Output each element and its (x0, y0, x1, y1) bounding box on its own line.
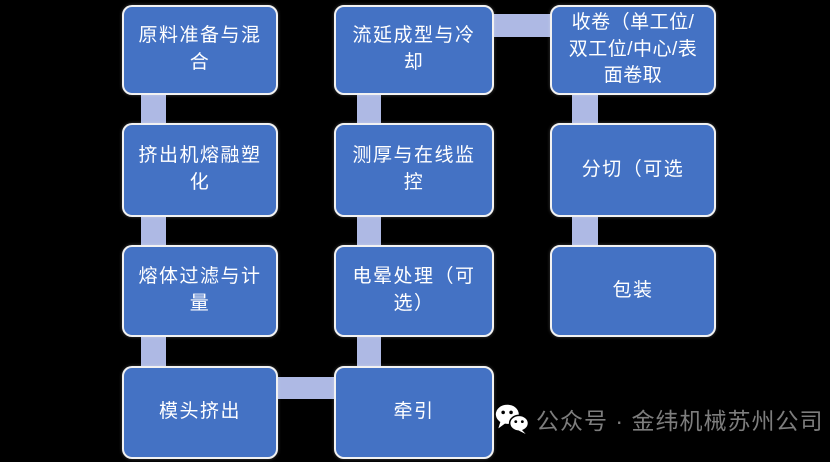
flow-node-slitting: 分切（可选 (550, 123, 716, 217)
flow-node-raw-material-prep: 原料准备与混 合 (122, 5, 278, 95)
connector-col3-r2-r3 (572, 212, 598, 250)
flow-node-cast-forming-cool: 流延成型与冷 却 (334, 5, 494, 95)
wechat-icon (495, 403, 529, 435)
watermark: 公众号 · 金纬机械苏州公司 (495, 402, 823, 436)
connector-cast-to-winding (488, 14, 554, 37)
connector-col1-r2-r3 (141, 212, 166, 250)
connector-col1-r3-r4 (141, 332, 166, 372)
connector-col3-r1-r2 (572, 90, 598, 128)
flow-node-thickness-monitor: 测厚与在线监 控 (334, 123, 494, 217)
watermark-text: 公众号 · 金纬机械苏州公司 (536, 408, 824, 434)
flow-node-melt-filter-meter: 熔体过滤与计 量 (122, 245, 278, 337)
flow-node-corona-treatment: 电晕处理（可 选） (334, 245, 494, 337)
flow-node-die-extrusion: 模头挤出 (122, 366, 278, 459)
flow-node-traction: 牵引 (334, 366, 494, 459)
connector-col2-r3-r4 (357, 332, 381, 372)
connector-col2-r1-r2 (357, 90, 381, 128)
flow-node-packaging: 包装 (550, 245, 716, 337)
flow-node-winding: 收卷（单工位/ 双工位/中心/表 面卷取 (550, 5, 716, 95)
flow-node-extruder-melting: 挤出机熔融塑 化 (122, 123, 278, 217)
connector-die-to-traction (274, 377, 338, 399)
connector-col2-r2-r3 (357, 212, 381, 250)
connector-col1-r1-r2 (141, 90, 166, 128)
